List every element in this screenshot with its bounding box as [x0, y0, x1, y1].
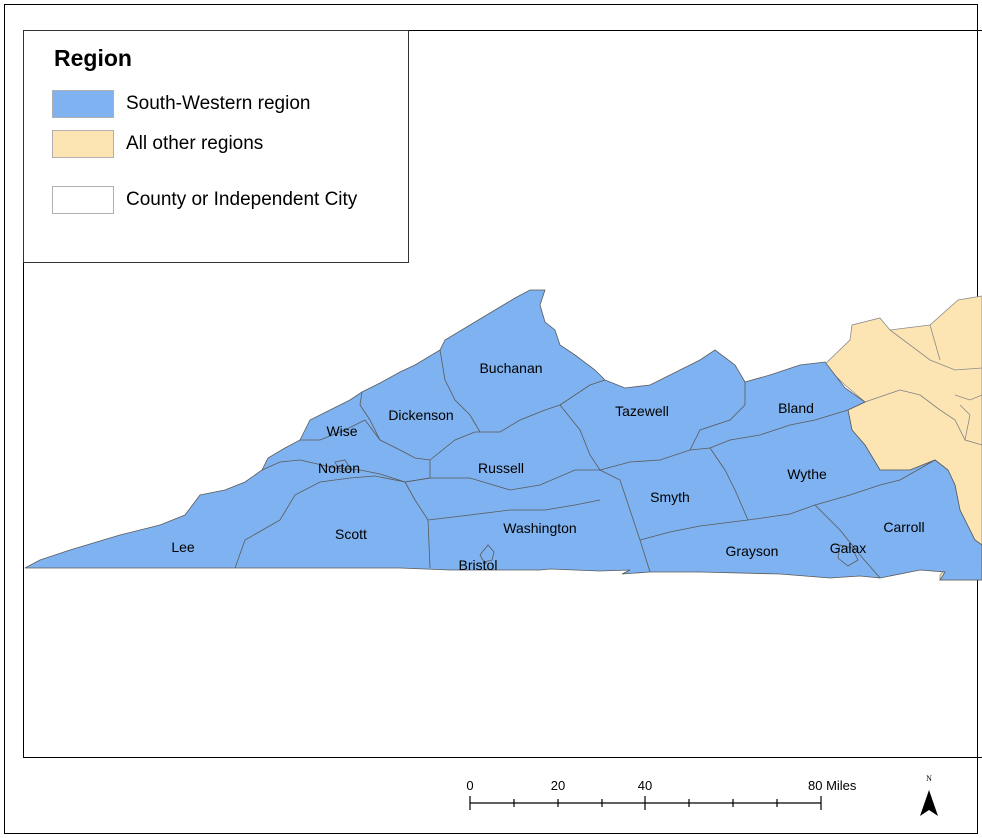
- south-western-region: [24, 289, 982, 581]
- legend-item-south-western: South-Western region: [52, 89, 310, 119]
- legend-title: Region: [54, 45, 132, 71]
- legend-label-county: County or Independent City: [126, 189, 358, 210]
- scale-label-80-miles: 80 Miles: [808, 778, 857, 793]
- legend-label-other-regions: All other regions: [126, 133, 264, 154]
- legend-item-county: County or Independent City: [52, 185, 357, 215]
- county-label-bland: Bland: [778, 400, 814, 416]
- county-label-scott: Scott: [335, 526, 367, 542]
- north-arrow-label: N: [926, 774, 932, 783]
- legend-label-south-western: South-Western region: [126, 93, 311, 114]
- legend: Region South-Western region All other re…: [23, 30, 409, 263]
- north-arrow-icon: [920, 790, 938, 816]
- north-arrow: N: [920, 774, 938, 816]
- legend-swatch-other-regions: [52, 130, 114, 158]
- county-borders: [234, 349, 936, 579]
- county-label-washington: Washington: [503, 520, 576, 536]
- county-label-wise: Wise: [326, 423, 357, 439]
- scale-label-0: 0: [466, 778, 473, 793]
- county-label-tazewell: Tazewell: [615, 403, 669, 419]
- county-label-wythe: Wythe: [787, 466, 827, 482]
- scale-bar: 0 20 40 80 Miles: [466, 778, 857, 810]
- legend-swatch-county: [52, 186, 114, 214]
- county-label-bristol: Bristol: [459, 557, 498, 573]
- scale-bar-ticks: [469, 796, 822, 810]
- county-label-smyth: Smyth: [650, 489, 690, 505]
- county-label-norton: Norton: [318, 460, 360, 476]
- county-label-lee: Lee: [171, 539, 195, 555]
- county-label-carroll: Carroll: [883, 519, 924, 535]
- county-labels: Lee Scott Wise Norton Dickenson Buchanan…: [171, 360, 924, 573]
- county-label-grayson: Grayson: [726, 543, 779, 559]
- data-frame: [23, 30, 982, 758]
- county-label-russell: Russell: [478, 460, 524, 476]
- scale-label-20: 20: [551, 778, 565, 793]
- legend-swatch-south-western: [52, 90, 114, 118]
- region-outline: [24, 289, 982, 581]
- county-label-galax: Galax: [830, 540, 867, 556]
- scale-label-40: 40: [638, 778, 652, 793]
- other-region-inner-lines: [889, 324, 982, 441]
- county-label-buchanan: Buchanan: [479, 360, 542, 376]
- legend-item-other-regions: All other regions: [52, 129, 263, 159]
- county-label-dickenson: Dickenson: [388, 407, 453, 423]
